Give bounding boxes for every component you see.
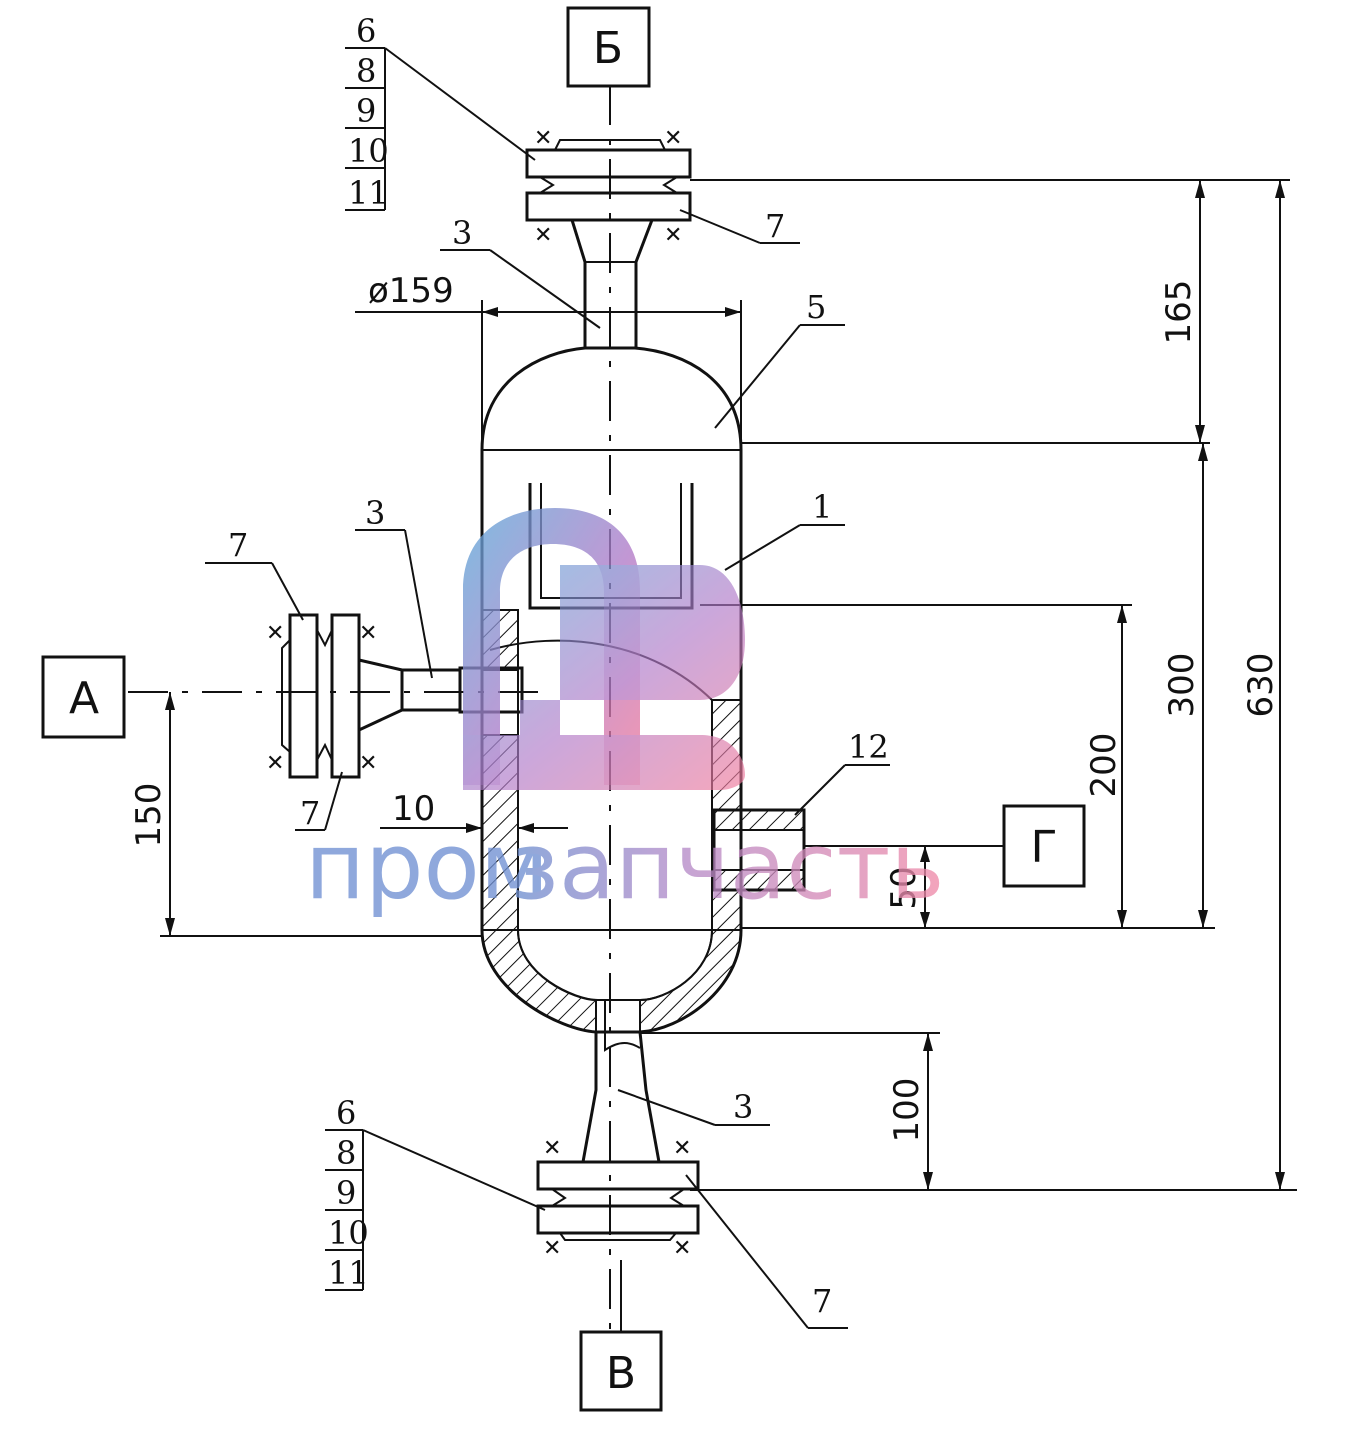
hatch-bottom-head-r xyxy=(639,929,743,1034)
svg-text:1: 1 xyxy=(812,488,832,526)
svg-text:✕: ✕ xyxy=(266,751,284,776)
port-a: А xyxy=(41,655,126,739)
svg-text:ø159: ø159 xyxy=(368,271,454,311)
svg-text:✕: ✕ xyxy=(543,1236,561,1261)
svg-text:12: 12 xyxy=(848,728,889,766)
callout-5: 5 xyxy=(714,288,845,429)
svg-text:✕: ✕ xyxy=(266,621,284,646)
callout-1: 1 xyxy=(724,488,845,571)
watermark-text-1: пром xyxy=(305,813,549,920)
bottom-nozzle: ✕ ✕ ✕ ✕ xyxy=(536,999,700,1261)
svg-text:Б: Б xyxy=(593,23,623,74)
svg-text:✕: ✕ xyxy=(673,1136,691,1161)
svg-text:8: 8 xyxy=(336,1134,356,1172)
callout-3-left: 3 xyxy=(355,494,433,679)
svg-text:✕: ✕ xyxy=(534,223,552,248)
svg-text:Г: Г xyxy=(1031,822,1058,873)
svg-text:10: 10 xyxy=(348,132,389,170)
top-nozzle: ✕ ✕ ✕ ✕ xyxy=(525,126,692,348)
svg-text:✕: ✕ xyxy=(664,223,682,248)
callout-7-left-top: 7 xyxy=(205,526,304,621)
svg-text:6: 6 xyxy=(336,1094,356,1132)
svg-text:9: 9 xyxy=(356,92,376,130)
dim-100: 100 xyxy=(887,1033,933,1190)
watermark-text-2: запчасть xyxy=(510,813,945,920)
dim-300: 300 xyxy=(1162,443,1208,928)
svg-text:10: 10 xyxy=(392,789,435,829)
svg-text:11: 11 xyxy=(328,1254,369,1292)
svg-text:3: 3 xyxy=(452,214,472,252)
svg-text:165: 165 xyxy=(1159,280,1199,345)
svg-text:150: 150 xyxy=(129,783,169,848)
svg-text:300: 300 xyxy=(1162,653,1202,718)
stack-bottom: 6 8 9 10 11 xyxy=(325,1094,546,1292)
svg-text:✕: ✕ xyxy=(359,751,377,776)
svg-text:✕: ✕ xyxy=(543,1136,561,1161)
port-v: В xyxy=(579,1330,663,1412)
svg-text:В: В xyxy=(606,1348,636,1399)
svg-text:100: 100 xyxy=(887,1078,927,1143)
svg-text:3: 3 xyxy=(365,494,385,532)
svg-text:7: 7 xyxy=(765,207,785,245)
svg-text:✕: ✕ xyxy=(673,1236,691,1261)
callout-7-top: 7 xyxy=(679,207,800,245)
svg-text:А: А xyxy=(69,673,99,724)
svg-text:200: 200 xyxy=(1084,733,1124,798)
svg-text:50: 50 xyxy=(884,866,924,909)
svg-text:7: 7 xyxy=(812,1282,832,1320)
svg-text:✕: ✕ xyxy=(664,126,682,151)
callout-12: 12 xyxy=(794,728,890,816)
svg-text:✕: ✕ xyxy=(534,126,552,151)
hatch-bottom-head xyxy=(480,929,597,1034)
stack-top: 6 8 9 10 11 xyxy=(345,12,536,212)
dim-150: 150 xyxy=(129,692,175,936)
watermark-logo-b xyxy=(463,565,745,790)
svg-text:3: 3 xyxy=(733,1088,753,1126)
callout-3-bottom: 3 xyxy=(617,1088,770,1126)
svg-text:✕: ✕ xyxy=(359,621,377,646)
svg-text:7: 7 xyxy=(300,794,320,832)
watermark-logo: пром запчасть xyxy=(305,508,945,920)
svg-text:10: 10 xyxy=(328,1214,369,1252)
callout-3-top: 3 xyxy=(440,214,601,329)
svg-text:7: 7 xyxy=(228,526,248,564)
svg-text:11: 11 xyxy=(348,174,389,212)
left-nozzle: ✕ ✕ ✕ ✕ xyxy=(266,613,524,779)
dim-165: 165 xyxy=(1159,180,1205,443)
svg-text:8: 8 xyxy=(356,52,376,90)
dim-diameter: ø159 xyxy=(355,271,742,450)
svg-text:6: 6 xyxy=(356,12,376,50)
dim-630: 630 xyxy=(1241,180,1285,1190)
right-nozzle xyxy=(712,808,806,892)
svg-text:5: 5 xyxy=(806,288,826,326)
callout-7-bottom: 7 xyxy=(685,1174,848,1329)
callout-7-left-bottom: 7 xyxy=(295,771,343,832)
port-g: Г xyxy=(1002,804,1086,888)
dim-50: 50 xyxy=(884,846,930,928)
svg-text:630: 630 xyxy=(1241,653,1281,718)
svg-text:9: 9 xyxy=(336,1174,356,1212)
port-b: Б xyxy=(566,6,651,88)
dim-200: 200 xyxy=(1084,605,1127,928)
dim-10: 10 xyxy=(380,789,568,833)
